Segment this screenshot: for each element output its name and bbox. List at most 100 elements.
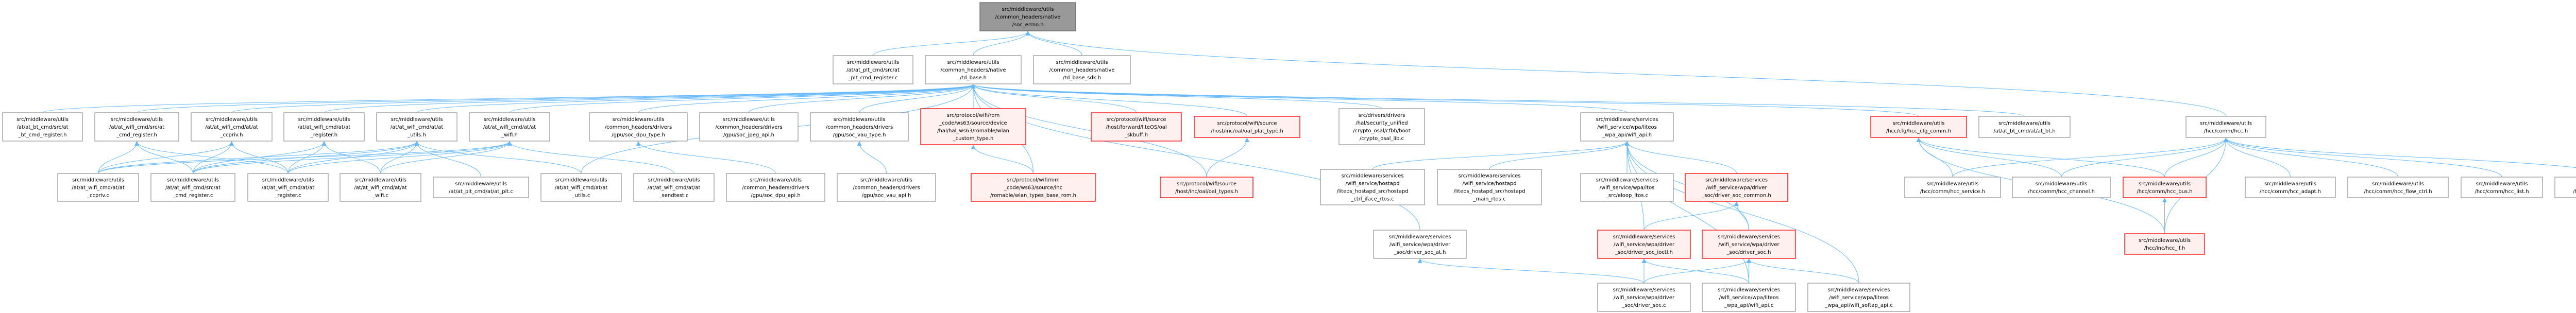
node-crypto_osal_lib[interactable]: src/drivers/drivers/hal/security_unified… — [1338, 108, 1425, 145]
node-box — [925, 55, 1022, 84]
node-at_register_h[interactable]: src/middleware/utils/at/at_wifi_cmd/at/a… — [283, 112, 365, 142]
node-driver_soc_at_h[interactable]: src/middleware/services/wifi_service/wpa… — [1373, 230, 1467, 259]
node-label-line: src/middleware/services — [1389, 234, 1451, 240]
node-hcc_adapt[interactable]: src/middleware/utils/hcc/comm/hcc_adapt.… — [2245, 177, 2336, 198]
node-hcc_rom_callback[interactable]: src/middleware/utils/hcc/comm/hcc_rom_ca… — [2554, 177, 2576, 198]
edge-soc_vau_api-to-soc_vau_type — [857, 141, 887, 174]
node-at_bt_h[interactable]: src/middleware/utils/at/at_bt_cmd/at/at_… — [1978, 116, 2071, 138]
node-label-line: _wifi.c — [372, 193, 388, 199]
node-wlan_custom_type[interactable]: src/protocol/wifi/rom_code/ws63/source/d… — [920, 108, 1026, 145]
node-hcc_h[interactable]: src/middleware/utils/hcc/comm/hcc.hsrc/m… — [2185, 116, 2266, 138]
node-soc_vau_api[interactable]: src/middleware/utils/common_headers/driv… — [837, 173, 936, 202]
node-hcc_list[interactable]: src/middleware/utils/hcc/comm/hcc_list.h… — [2461, 177, 2543, 198]
node-label-line: src/protocol/wifi/rom — [1007, 178, 1060, 183]
node-box — [2347, 177, 2449, 198]
node-at_wifi_c[interactable]: src/middleware/utils/at/at_wifi_cmd/at/a… — [340, 173, 421, 202]
node-label-line: src/middleware/utils — [455, 181, 507, 187]
node-label-line: _wpa_api/wifi_api.c — [1724, 303, 1773, 308]
node-label-line: src/middleware/utils — [2139, 181, 2191, 187]
node-box — [1437, 169, 1542, 205]
edge-hcc_h-to-soc_errno — [1025, 31, 2226, 117]
node-label-line: /host/inc/oal/oal_plat_type.h — [1211, 129, 1283, 134]
edge-at_cmd_register_h-to-td_base — [137, 84, 976, 113]
node-hostapd_ctrl[interactable]: src/middleware/services/wifi_service/hos… — [1320, 169, 1425, 205]
node-hostapd_main[interactable]: src/middleware/services/wifi_service/hos… — [1437, 169, 1542, 205]
edge-at_register_c-to-at_cmd_register_h — [134, 141, 289, 174]
node-label-line: src/protocol/wifi/rom — [947, 113, 1000, 118]
node-label-line: /at/at_wifi_cmd/at/at — [72, 185, 125, 191]
node-at_register_c[interactable]: src/middleware/utils/at/at_wifi_cmd/at/a… — [247, 173, 329, 202]
node-oal_types[interactable]: src/protocol/wifi/source/host/inc/oal/oa… — [1160, 177, 1253, 198]
node-at_cmd_register_c[interactable]: src/middleware/utils/at/at_wifi_cmd/src/… — [150, 173, 235, 202]
node-soc_dpu_type[interactable]: src/middleware/utils/common_headers/driv… — [589, 112, 688, 142]
node-at_ccpriv_c[interactable]: src/middleware/utils/at/at_wifi_cmd/at/a… — [57, 173, 139, 202]
node-driver_soc_h[interactable]: src/middleware/services/wifi_service/wpa… — [1702, 230, 1796, 259]
node-hcc_if[interactable]: src/middleware/utils/hcc/inc/hcc_if.hsrc… — [2124, 233, 2205, 255]
node-box — [247, 173, 329, 202]
node-at_ccpriv_h[interactable]: src/middleware/utils/at/at_wifi_cmd/at/a… — [191, 112, 273, 142]
node-oal_skbuff[interactable]: src/protocol/wifi/source/host/forward/li… — [1091, 112, 1182, 142]
node-wlan_types_base_rom[interactable]: src/protocol/wifi/rom _code/ws63/source/i… — [971, 173, 1096, 202]
edge-hostapd_main-to-wifi_api_h — [1489, 141, 1630, 170]
node-label-line: /common_headers/drivers — [742, 185, 809, 191]
node-wifi_api_h[interactable]: src/middleware/services/wifi_service/wpa… — [1580, 112, 1674, 142]
node-label-line: src/middleware/utils — [167, 178, 219, 183]
node-at_utils_h[interactable]: src/middleware/utils/at/at_wifi_cmd/at/a… — [376, 112, 457, 142]
node-label-line: src/middleware/services — [1613, 287, 1675, 293]
node-box — [971, 173, 1096, 202]
node-oal_plat_type[interactable]: src/protocol/wifi/source/host/inc/oal/oa… — [1194, 116, 1300, 138]
node-label-line: src/middleware/services — [1459, 173, 1521, 179]
node-hcc_cfg_comm[interactable]: src/middleware/utils/hcc/cfg/hcc_cfg_com… — [1870, 116, 1967, 138]
edge-at_register_c-to-at_ccpriv_h — [229, 141, 289, 174]
node-label-line: _utils.c — [572, 193, 590, 199]
node-label-line: /crypto_osal/cfbb/boot — [1353, 128, 1411, 134]
node-box — [1685, 173, 1788, 202]
node-hcc_bus[interactable]: src/middleware/utils/hcc/comm/hcc_bus.hs… — [2123, 177, 2207, 198]
node-td_base[interactable]: src/middleware/utils/common_headers/nati… — [925, 55, 1022, 84]
node-label-line: _src/eloop_ltos.c — [1605, 193, 1648, 199]
edge-at_cmd_register_c-to-at_utils_h — [193, 141, 419, 174]
node-driver_soc_ioctl[interactable]: src/middleware/services/wifi_service/wpa… — [1597, 230, 1691, 259]
node-hcc_service[interactable]: src/middleware/utils/hcc/comm/hcc_servic… — [1904, 177, 2001, 198]
node-at_wifi_h[interactable]: src/middleware/utils/at/at_wifi_cmd/at/a… — [469, 112, 550, 142]
node-label-line: src/middleware/utils — [1056, 60, 1108, 65]
node-label-line: src/middleware/utils — [1893, 121, 1945, 127]
edge-at_plt_cmd_register_c-to-soc_errno — [873, 31, 1030, 56]
node-td_base_sdk[interactable]: src/middleware/utils/common_headers/nati… — [1033, 55, 1131, 84]
node-soc_errno[interactable]: src/middleware/utils/common_headers/nati… — [979, 2, 1076, 31]
node-at_utils_c[interactable]: src/middleware/utils/at/at_wifi_cmd/at/a… — [540, 173, 622, 202]
node-box — [57, 173, 139, 202]
node-at_sendtest_c[interactable]: src/middleware/utils/at/at_wifi_cmd/at/a… — [633, 173, 715, 202]
edge-wifi_softap_api_c-to-driver_soc_h — [1747, 258, 1859, 284]
node-label-line: /hcc/comm/hcc_flow_ctrl.h — [2364, 189, 2432, 195]
node-label-line: /common_headers/drivers — [853, 185, 920, 191]
node-wifi_api_c[interactable]: src/middleware/services/wifi_service/wpa… — [1702, 283, 1796, 312]
node-hcc_flow_ctrl[interactable]: src/middleware/utils/hcc/comm/hcc_flow_c… — [2347, 177, 2449, 198]
node-label-line: src/middleware/utils — [555, 178, 607, 183]
node-driver_soc_c[interactable]: src/middleware/services/wifi_service/wpa… — [1597, 283, 1691, 312]
node-hcc_channel[interactable]: src/middleware/utils/hcc/comm/hcc_channe… — [2012, 177, 2111, 198]
node-label-line: _code/ws63/source/inc — [1004, 185, 1062, 191]
node-box — [1702, 283, 1796, 312]
node-soc_jpeg_api[interactable]: src/middleware/utils/common_headers/driv… — [699, 112, 799, 142]
node-label-line: src/middleware/utils — [72, 178, 124, 183]
node-label-line: /wifi_service/hostapd — [1462, 181, 1516, 187]
node-box — [1373, 230, 1467, 259]
node-soc_dpu_api[interactable]: src/middleware/utils/common_headers/driv… — [726, 173, 825, 202]
node-at_plt_c[interactable]: src/middleware/utils/at/at_plt_cmd/at/at… — [433, 177, 529, 198]
edge-at_utils_h-to-td_base — [416, 84, 976, 113]
node-at_cmd_register_h[interactable]: src/middleware/utils/at/at_wifi_cmd/src/… — [94, 112, 179, 142]
node-wifi_softap_api_c[interactable]: src/middleware/services/wifi_service/wpa… — [1807, 283, 1910, 312]
node-driver_soc_common[interactable]: src/middleware/services/wifi_service/wpa… — [1685, 173, 1788, 202]
node-label-line: /hal/hal_ws63/romable/wlan — [937, 128, 1009, 134]
node-box — [469, 112, 550, 142]
node-eloop_ltos[interactable]: src/middleware/services/wifi_service/wpa… — [1580, 173, 1674, 202]
edge-hcc_cfg_comm-to-td_base — [971, 84, 1919, 117]
node-label-line: src/middleware/utils — [1002, 7, 1054, 12]
node-label-line: /at/at_wifi_cmd/at/at — [648, 185, 701, 191]
node-at_plt_cmd_register_c[interactable]: src/middleware/utils/at/at_plt_cmd/src/a… — [833, 55, 913, 84]
node-label-line: /td_base.h — [960, 75, 987, 81]
node-label-line: /hcc/comm/hcc_adapt.h — [2260, 189, 2321, 195]
node-at_bt_cmd_register_h[interactable]: src/middleware/utils/at/at_bt_cmd/src/at… — [2, 112, 83, 142]
node-soc_vau_type[interactable]: src/middleware/utils/common_headers/driv… — [810, 112, 909, 142]
